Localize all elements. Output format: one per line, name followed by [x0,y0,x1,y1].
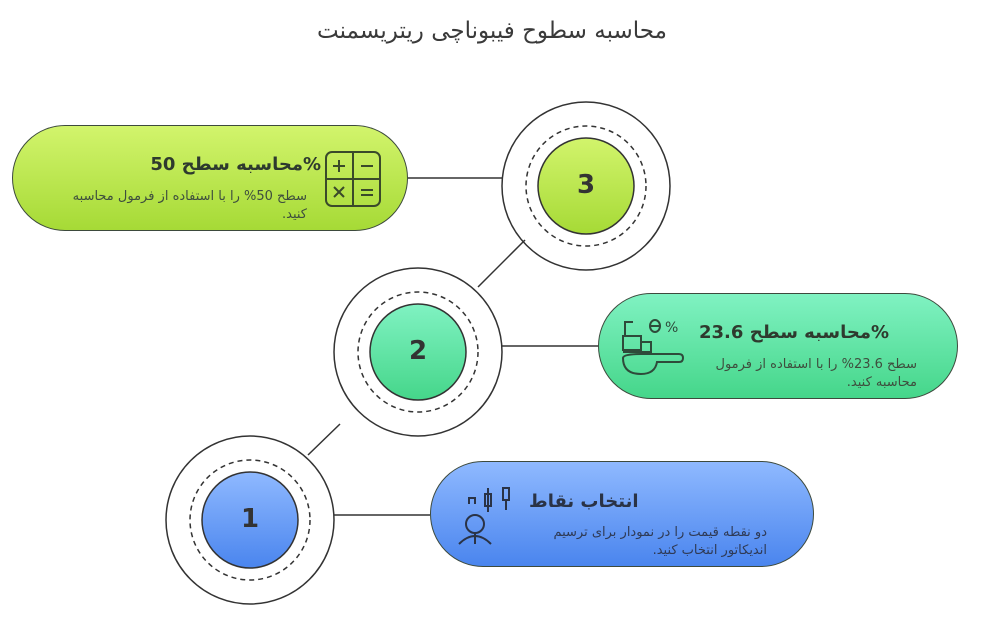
person-candlestick-icon [458,487,510,545]
step-1-number: 1 [240,504,260,534]
step-1-description: دو نقطه قیمت را در نمودار برای ترسیم اند… [553,525,767,558]
step-3-title: %محاسبه سطح 50 [150,154,321,175]
connector-line [307,423,341,456]
outer-ring [501,101,671,271]
svg-text:%: % [665,320,678,336]
dashed-ring [189,459,311,581]
step-3-card: %محاسبه سطح 50 سطح 50% را با استفاده از … [12,125,408,231]
step-2-description: سطح 23.6% را با استفاده از فرمول محاسبه … [715,357,918,390]
percent-scoop-icon: % [621,319,685,376]
step-2-circle [369,303,467,401]
outer-ring [333,267,503,437]
step-1-circle [201,471,299,569]
step-3-description: سطح 50% را با استفاده از فرمول محاسبه کن… [72,189,307,222]
dashed-ring [357,291,479,413]
outer-ring [165,435,335,605]
step-2-title: %محاسبه سطح 23.6 [699,322,890,343]
dashed-ring [525,125,647,247]
step-3-number: 3 [576,170,596,200]
step-1-title: انتخاب نقاط [529,491,639,512]
step-3-circle [537,137,635,235]
connector-line [477,239,526,288]
calculator-icon [325,151,381,207]
step-2-number: 2 [408,336,428,366]
step-1-card: انتخاب نقاط دو نقطه قیمت را در نمودار بر… [430,461,814,567]
diagram-title: محاسبه سطوح فیبوناچی ریتریسمنت [317,18,667,44]
step-2-card: %محاسبه سطح 23.6 سطح 23.6% را با استفاده… [598,293,958,399]
